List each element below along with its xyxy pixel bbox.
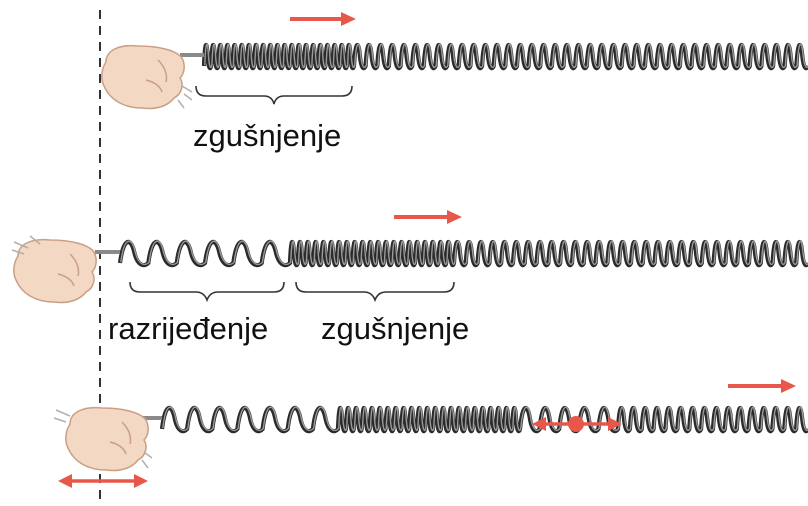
arrow-right-icon — [394, 210, 462, 224]
hand-icon — [53, 406, 153, 472]
spring-coil — [159, 406, 808, 434]
spring-coil — [117, 240, 808, 268]
hand-icon — [101, 44, 193, 110]
spring-row-2 — [117, 240, 808, 268]
brace-compression-row-2 — [295, 281, 455, 303]
arrow-right-icon — [290, 12, 356, 26]
spring-row-1 — [201, 43, 808, 71]
particle-dot-icon — [568, 416, 584, 432]
double-arrow-icon — [58, 474, 148, 488]
arrow-right-icon — [728, 379, 796, 393]
spring-coil-highlight — [204, 43, 808, 69]
brace-rarefaction-row-2 — [129, 281, 285, 303]
label-compression-row-2: zgušnjenje — [321, 311, 470, 346]
label-rarefaction-row-2: razrijeđenje — [108, 311, 269, 346]
spring-coil-highlight — [162, 406, 808, 432]
label-compression-row-1: zgušnjenje — [193, 118, 342, 153]
spring-coil-highlight — [120, 240, 808, 266]
spring-row-3 — [159, 406, 808, 434]
arrows-layer — [58, 12, 796, 488]
brace-compression-row-1 — [195, 85, 353, 105]
hand-icon — [11, 235, 97, 304]
